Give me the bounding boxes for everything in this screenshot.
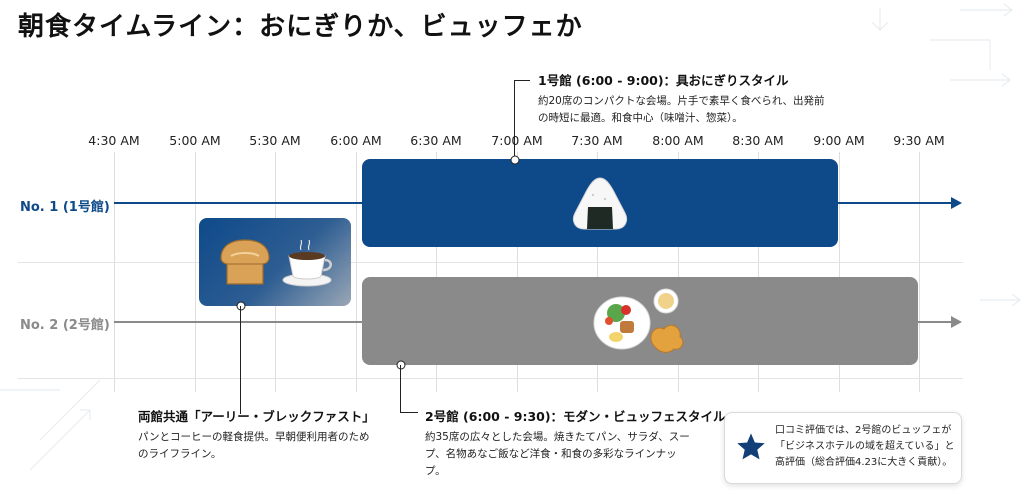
row-label-no1: No. 1 (1号館): [20, 200, 110, 215]
track-arrow-no1: [951, 197, 962, 209]
row-label-no2: No. 2 (2号館): [20, 318, 110, 333]
callout-top-title: 1号館 (6:00 - 9:00)：具おにぎりスタイル: [538, 73, 789, 88]
track-arrow-no2: [951, 316, 962, 328]
callout-dot-shared: [236, 301, 246, 311]
callout-leader-top-hook: [514, 80, 530, 81]
callout-leader-bottom: [400, 365, 401, 413]
bar-shared-early: [199, 218, 351, 306]
time-tick-label: 9:30 AM: [893, 133, 945, 148]
callout-shared-body: パンとコーヒーの軽食提供。早朝便利用者のためのライフライン。: [138, 431, 370, 460]
callout-top: 1号館 (6:00 - 9:00)：具おにぎりスタイル 約20席のコンパクトな会…: [538, 70, 828, 127]
time-tick-label: 6:00 AM: [330, 133, 382, 148]
time-tick-label: 4:30 AM: [88, 133, 140, 148]
time-tick-label: 9:00 AM: [813, 133, 865, 148]
bar-no2: [362, 277, 918, 365]
row-divider: [18, 378, 963, 379]
time-tick-label: 5:00 AM: [169, 133, 221, 148]
time-tick-label: 8:00 AM: [652, 133, 704, 148]
page-title: 朝食タイムライン：おにぎりか、ビュッフェか: [18, 12, 583, 42]
review-note: 口コミ評価では、2号館のビュッフェが「ビジネスホテルの域を超えている」と高評価（…: [724, 412, 962, 484]
callout-bottom: 2号館 (6:00 - 9:30)：モダン・ビュッフェスタイル 約35席の広々と…: [425, 406, 726, 480]
callout-bottom-body: 約35席の広々とした会場。焼きたてパン、サラダ、スープ、名物あなご飯など洋食・和…: [425, 431, 690, 477]
callout-leader-bottom-hook: [400, 412, 418, 413]
time-gridline: [114, 152, 115, 392]
time-tick-label: 6:30 AM: [410, 133, 462, 148]
time-gridline: [356, 152, 357, 392]
bar-no1: [362, 159, 838, 247]
review-note-text: 口コミ評価では、2号館のビュッフェが「ビジネスホテルの域を超えている」と高評価（…: [775, 425, 955, 468]
time-gridline: [919, 152, 920, 392]
callout-top-body: 約20席のコンパクトな会場。片手で素早く食べられ、出発前の時短に最適。和食中心（…: [538, 95, 825, 124]
time-gridline: [678, 152, 679, 392]
coffee-cup-icon: [282, 240, 332, 287]
time-gridline: [517, 152, 518, 392]
callout-bottom-title: 2号館 (6:00 - 9:30)：モダン・ビュッフェスタイル: [425, 409, 726, 424]
row-divider: [18, 262, 963, 263]
callout-leader-top: [514, 80, 515, 160]
time-gridline: [758, 152, 759, 392]
time-tick-label: 8:30 AM: [732, 133, 784, 148]
time-gridline: [436, 152, 437, 392]
bread-icon: [220, 239, 270, 285]
callout-leader-shared: [240, 306, 241, 414]
time-gridline: [839, 152, 840, 392]
time-tick-label: 5:30 AM: [249, 133, 301, 148]
callout-dot-bottom: [396, 360, 406, 370]
callout-shared-title: 両館共通「アーリー・ブレックファスト」: [138, 409, 375, 424]
callout-shared: 両館共通「アーリー・ブレックファスト」 パンとコーヒーの軽食提供。早朝便利用者の…: [138, 406, 378, 463]
onigiri-icon: [572, 177, 628, 230]
buffet-plate-icon: [593, 288, 684, 353]
time-gridline: [597, 152, 598, 392]
callout-dot-top: [510, 155, 520, 165]
star-icon: [737, 433, 765, 460]
time-tick-label: 7:00 AM: [491, 133, 543, 148]
time-gridline: [195, 152, 196, 392]
time-tick-label: 7:30 AM: [571, 133, 623, 148]
